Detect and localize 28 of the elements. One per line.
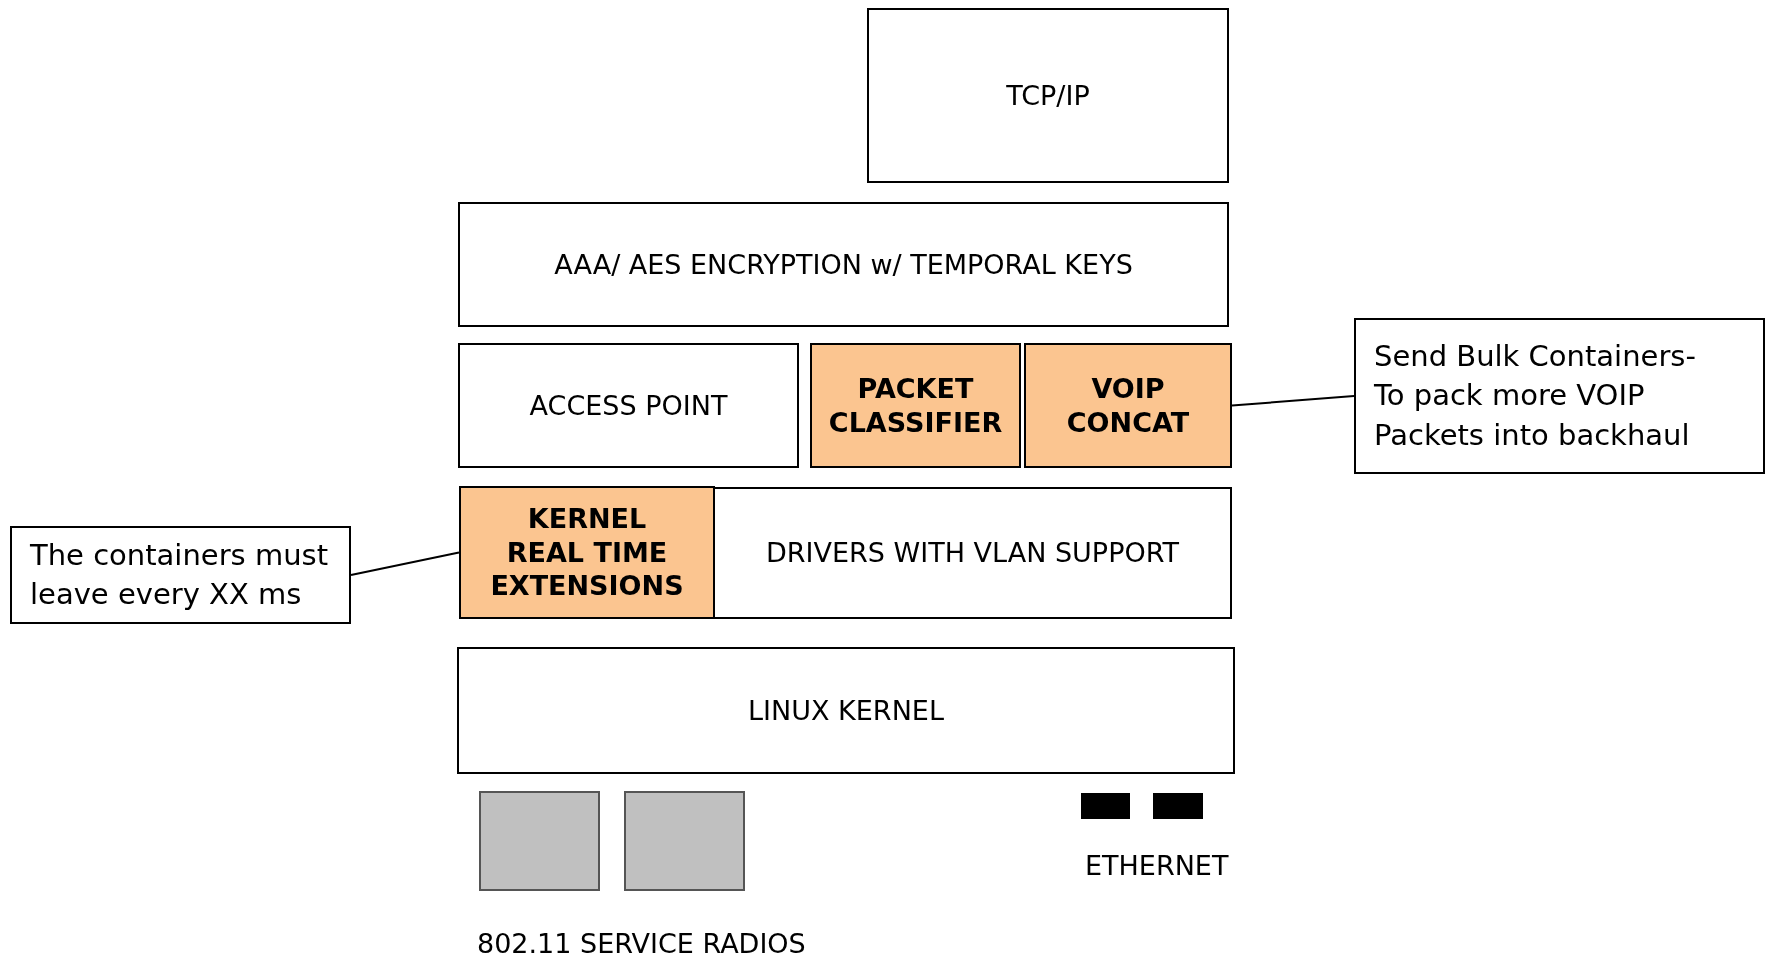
layer-label: AAA/ AES ENCRYPTION w/ TEMPORAL KEYS bbox=[554, 247, 1133, 282]
highlighted-layer-box bbox=[459, 486, 715, 619]
leader-line bbox=[350, 551, 460, 576]
layer-box bbox=[458, 202, 1229, 327]
layer-label: LINUX KERNEL bbox=[748, 693, 944, 728]
layer-label: ACCESS POINT bbox=[529, 388, 728, 423]
ethernet-port-block bbox=[1153, 793, 1203, 819]
callout-box bbox=[10, 526, 351, 624]
layer-label: KERNEL REAL TIME EXTENSIONS bbox=[489, 501, 685, 604]
layer-box bbox=[867, 8, 1229, 183]
highlighted-layer-box bbox=[1024, 343, 1232, 468]
callout-text: Send Bulk Containers- To pack more VOIP Packets into backhaul bbox=[1374, 338, 1697, 454]
layer-label: TCP/IP bbox=[1006, 78, 1090, 113]
callout-box bbox=[1354, 318, 1765, 474]
leader-line bbox=[1231, 395, 1355, 407]
port-label: 802.11 SERVICE RADIOS bbox=[477, 928, 806, 959]
layer-label: VOIP CONCAT bbox=[1065, 371, 1191, 440]
layer-label: PACKET CLASSIFIER bbox=[827, 371, 1004, 440]
layer-label: DRIVERS WITH VLAN SUPPORT bbox=[766, 536, 1179, 570]
ethernet-port-block bbox=[1081, 793, 1130, 819]
layer-box bbox=[713, 487, 1232, 619]
highlighted-layer-box bbox=[810, 343, 1021, 468]
layer-box bbox=[457, 647, 1235, 774]
radio-block bbox=[479, 791, 600, 891]
port-label: ETHERNET bbox=[1085, 850, 1229, 881]
radio-block bbox=[624, 791, 745, 891]
layer-box bbox=[458, 343, 799, 468]
callout-text: The containers must leave every XX ms bbox=[30, 536, 329, 613]
